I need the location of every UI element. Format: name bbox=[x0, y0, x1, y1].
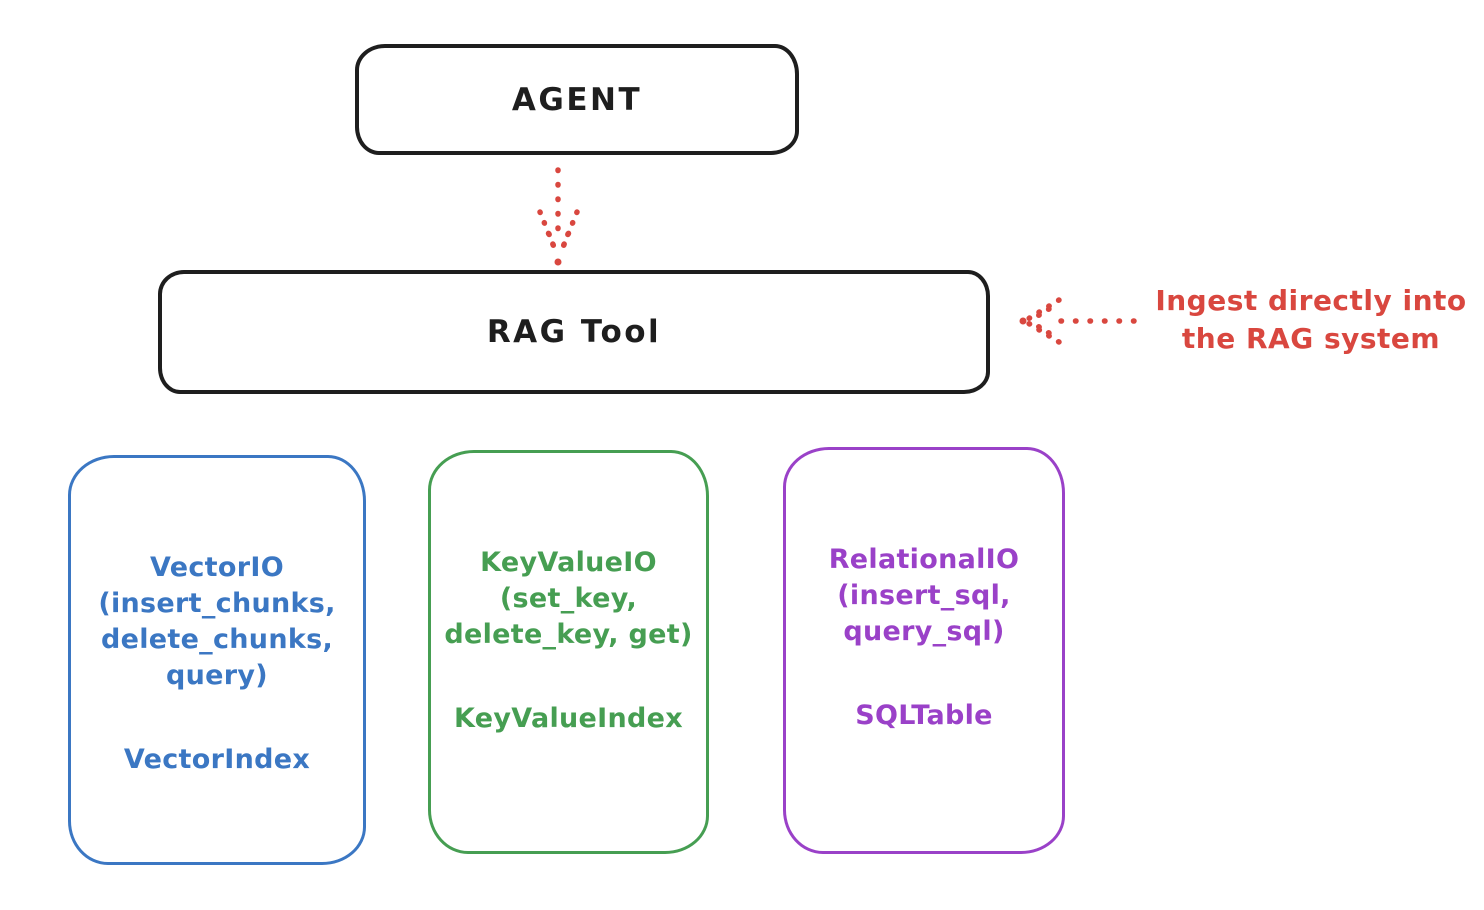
relational-io-title-line: RelationalIO bbox=[828, 544, 1020, 575]
agent-label: AGENT bbox=[511, 81, 643, 118]
relational-io-title-line: (insert_sql, bbox=[837, 580, 1011, 611]
keyvalue-io-title: KeyValueIO (set_key, delete_key, get) bbox=[444, 545, 692, 653]
vector-io-title-line: VectorIO bbox=[150, 552, 284, 583]
keyvalue-index-label: KeyValueIndex bbox=[453, 703, 683, 734]
relational-io-title-line: query_sql) bbox=[843, 616, 1005, 647]
ingest-annotation: Ingest directly into the RAG system bbox=[1138, 282, 1484, 358]
keyvalue-io-box: KeyValueIO (set_key, delete_key, get) Ke… bbox=[428, 450, 709, 854]
keyvalue-io-title-line: KeyValueIO bbox=[480, 547, 657, 578]
rag-tool-label: RAG Tool bbox=[486, 314, 662, 350]
rag-tool-box: RAG Tool bbox=[158, 270, 990, 394]
arrow-agent-to-rag-tool bbox=[537, 167, 580, 266]
arrow-annotation-to-rag-tool bbox=[1019, 297, 1137, 345]
keyvalue-io-title-line: delete_key, get) bbox=[444, 619, 693, 650]
ingest-annotation-line-1: Ingest directly into bbox=[1155, 284, 1467, 317]
vector-io-title-line: query) bbox=[166, 660, 268, 691]
vector-io-box: VectorIO (insert_chunks, delete_chunks, … bbox=[68, 455, 366, 865]
ingest-annotation-line-2: the RAG system bbox=[1181, 322, 1441, 355]
sql-table-label: SQLTable bbox=[855, 700, 993, 731]
relational-io-box: RelationalIO (insert_sql, query_sql) SQL… bbox=[783, 447, 1065, 854]
keyvalue-io-title-line: (set_key, bbox=[499, 583, 638, 614]
vector-index-label: VectorIndex bbox=[123, 744, 311, 775]
relational-io-title: RelationalIO (insert_sql, query_sql) bbox=[829, 542, 1020, 650]
agent-box: AGENT bbox=[355, 44, 799, 155]
vector-io-title: VectorIO (insert_chunks, delete_chunks, … bbox=[98, 550, 335, 694]
vector-io-title-line: delete_chunks, bbox=[100, 624, 334, 655]
vector-io-title-line: (insert_chunks, bbox=[98, 588, 336, 619]
